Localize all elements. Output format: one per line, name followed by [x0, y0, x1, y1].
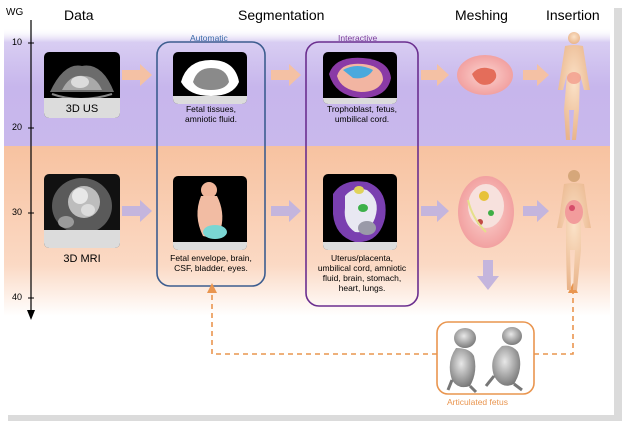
- mri-volume-image: [44, 174, 120, 248]
- mri-label: 3D MRI: [63, 253, 101, 265]
- us-label: 3D US: [65, 103, 99, 115]
- auto-us-segmentation-image: [173, 52, 247, 104]
- mesh-mri: [458, 176, 514, 248]
- header-data: Data: [64, 7, 94, 23]
- insertion-body-mri: [557, 170, 591, 290]
- interactive-label: Interactive: [338, 33, 378, 43]
- axis-tick-30: 30: [12, 207, 23, 217]
- automatic-label: Automatic: [190, 33, 228, 43]
- articulated-fetus-models: [446, 327, 523, 394]
- mesh-us: [457, 55, 513, 95]
- header-insertion: Insertion: [546, 7, 600, 23]
- us-volume-image: [44, 52, 120, 118]
- us-arrows: [122, 64, 549, 86]
- auto-mri-segmentation-image: [173, 176, 247, 250]
- axis-tick-20: 20: [12, 122, 23, 132]
- interactive-us-segmentation-image: [323, 52, 397, 104]
- auto-us-caption: Fetal tissues, amniotic fluid.: [185, 104, 237, 124]
- interactive-mri-caption: Uterus/placenta, umbilical cord, amnioti…: [317, 253, 407, 293]
- auto-mri-caption: Fetal envelope, brain, CSF, bladder, eye…: [170, 253, 252, 273]
- axis-arrowhead: [27, 310, 35, 320]
- articulated-loop: [211, 290, 574, 355]
- interactive-mri-segmentation-image: [323, 174, 397, 250]
- articulated-fetus-label: Articulated fetus: [447, 397, 508, 407]
- header-segmentation: Segmentation: [238, 7, 325, 23]
- axis-tick-10: 10: [12, 37, 23, 47]
- header-meshing: Meshing: [455, 7, 508, 23]
- axis-tick-40: 40: [12, 292, 23, 302]
- interactive-frame: [305, 41, 419, 307]
- axis-unit-label: WG: [6, 7, 24, 18]
- interactive-us-caption: Trophoblast, fetus, umbilical cord.: [326, 104, 398, 124]
- mri-arrows: [122, 200, 549, 290]
- insertion-body-us: [558, 32, 590, 140]
